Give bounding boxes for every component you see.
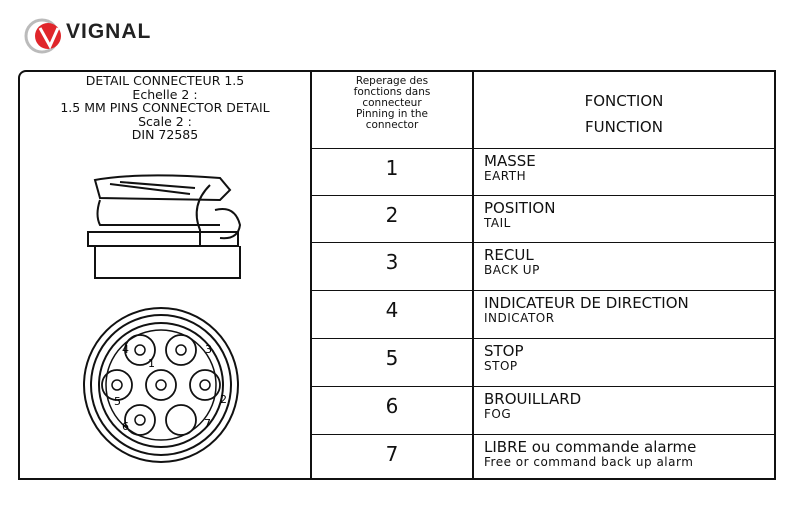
pin-label: 6 xyxy=(122,420,129,433)
row-divider xyxy=(310,338,776,339)
connector-table xyxy=(18,70,776,480)
pin-number: 3 xyxy=(385,250,399,274)
function-fr: STOP xyxy=(484,342,524,360)
pin-contact xyxy=(111,379,123,391)
function-en: TAIL xyxy=(484,216,511,230)
pin-contact xyxy=(134,414,146,426)
pin-socket xyxy=(145,369,177,401)
connector-side-view xyxy=(87,174,242,279)
row-divider xyxy=(310,242,776,243)
row-divider xyxy=(310,290,776,291)
header-line: connector xyxy=(365,119,419,131)
header-line: Reperage des xyxy=(355,75,429,87)
function-en: INDICATOR xyxy=(484,311,555,325)
function-fr: POSITION xyxy=(484,199,556,217)
header-line: Pinning in the xyxy=(355,108,429,120)
divider xyxy=(310,70,312,480)
pinning-header: Reperage des fonctions dans connecteur P… xyxy=(312,76,472,131)
pin-socket xyxy=(189,369,221,401)
title-line: DETAIL CONNECTEUR 1.5 xyxy=(85,73,245,88)
pin-socket xyxy=(101,369,133,401)
pin-contact xyxy=(134,344,146,356)
pin-number: 4 xyxy=(385,298,399,322)
function-fr: INDICATEUR DE DIRECTION xyxy=(484,294,689,312)
title-line: DIN 72585 xyxy=(131,127,199,142)
pin-label: 3 xyxy=(205,343,212,356)
function-en: STOP xyxy=(484,359,518,373)
pin-number: 6 xyxy=(385,394,399,418)
connector-front-view: 1 2 3 4 56 7 xyxy=(83,307,239,463)
pin-socket xyxy=(124,404,156,436)
pin-label: 7 xyxy=(204,417,211,430)
pin-label: 1 xyxy=(148,357,155,370)
pin-contact xyxy=(175,344,187,356)
pin-label: 2 xyxy=(220,393,227,406)
row-divider xyxy=(310,386,776,387)
divider xyxy=(472,70,474,480)
pin-number: 1 xyxy=(385,156,399,180)
function-fr: MASSE xyxy=(484,152,536,170)
header-line: connecteur xyxy=(362,97,422,109)
pin-contact xyxy=(155,379,167,391)
pin-number: 7 xyxy=(385,442,399,466)
function-fr: BROUILLARD xyxy=(484,390,582,408)
function-fr: LIBRE ou commande alarme xyxy=(484,438,697,456)
detail-title: DETAIL CONNECTEUR 1.5 Echelle 2 : 1.5 MM… xyxy=(20,74,310,142)
row-divider xyxy=(310,434,776,435)
function-fr: RECUL xyxy=(484,246,534,264)
logo-emblem-icon xyxy=(24,18,61,54)
function-en: EARTH xyxy=(484,169,527,183)
row-divider xyxy=(310,195,776,196)
function-header: FONCTION FUNCTION xyxy=(474,88,774,140)
pin-socket xyxy=(124,334,156,366)
row-divider xyxy=(310,148,776,149)
pin-label: 5 xyxy=(114,395,121,408)
header-line: fonctions dans xyxy=(353,86,431,98)
header-fr: FONCTION xyxy=(584,92,664,110)
function-en: Free or command back up alarm xyxy=(484,455,694,469)
vignal-logo: VIGNAL xyxy=(22,16,162,56)
logo-text: VIGNAL xyxy=(66,20,152,43)
function-en: FOG xyxy=(484,407,512,421)
function-en: BACK UP xyxy=(484,263,540,277)
header-en: FUNCTION xyxy=(585,118,663,136)
pin-contact xyxy=(199,379,211,391)
title-line: Echelle 2 : xyxy=(132,86,198,102)
title-line: Scale 2 : xyxy=(138,113,192,129)
pin-socket xyxy=(165,404,197,436)
pin-number: 5 xyxy=(385,346,399,370)
title-line: 1.5 MM PINS CONNECTOR DETAIL xyxy=(60,100,270,115)
pin-label: 4 xyxy=(122,343,129,356)
pin-socket xyxy=(165,334,197,366)
pin-number: 2 xyxy=(385,203,399,227)
